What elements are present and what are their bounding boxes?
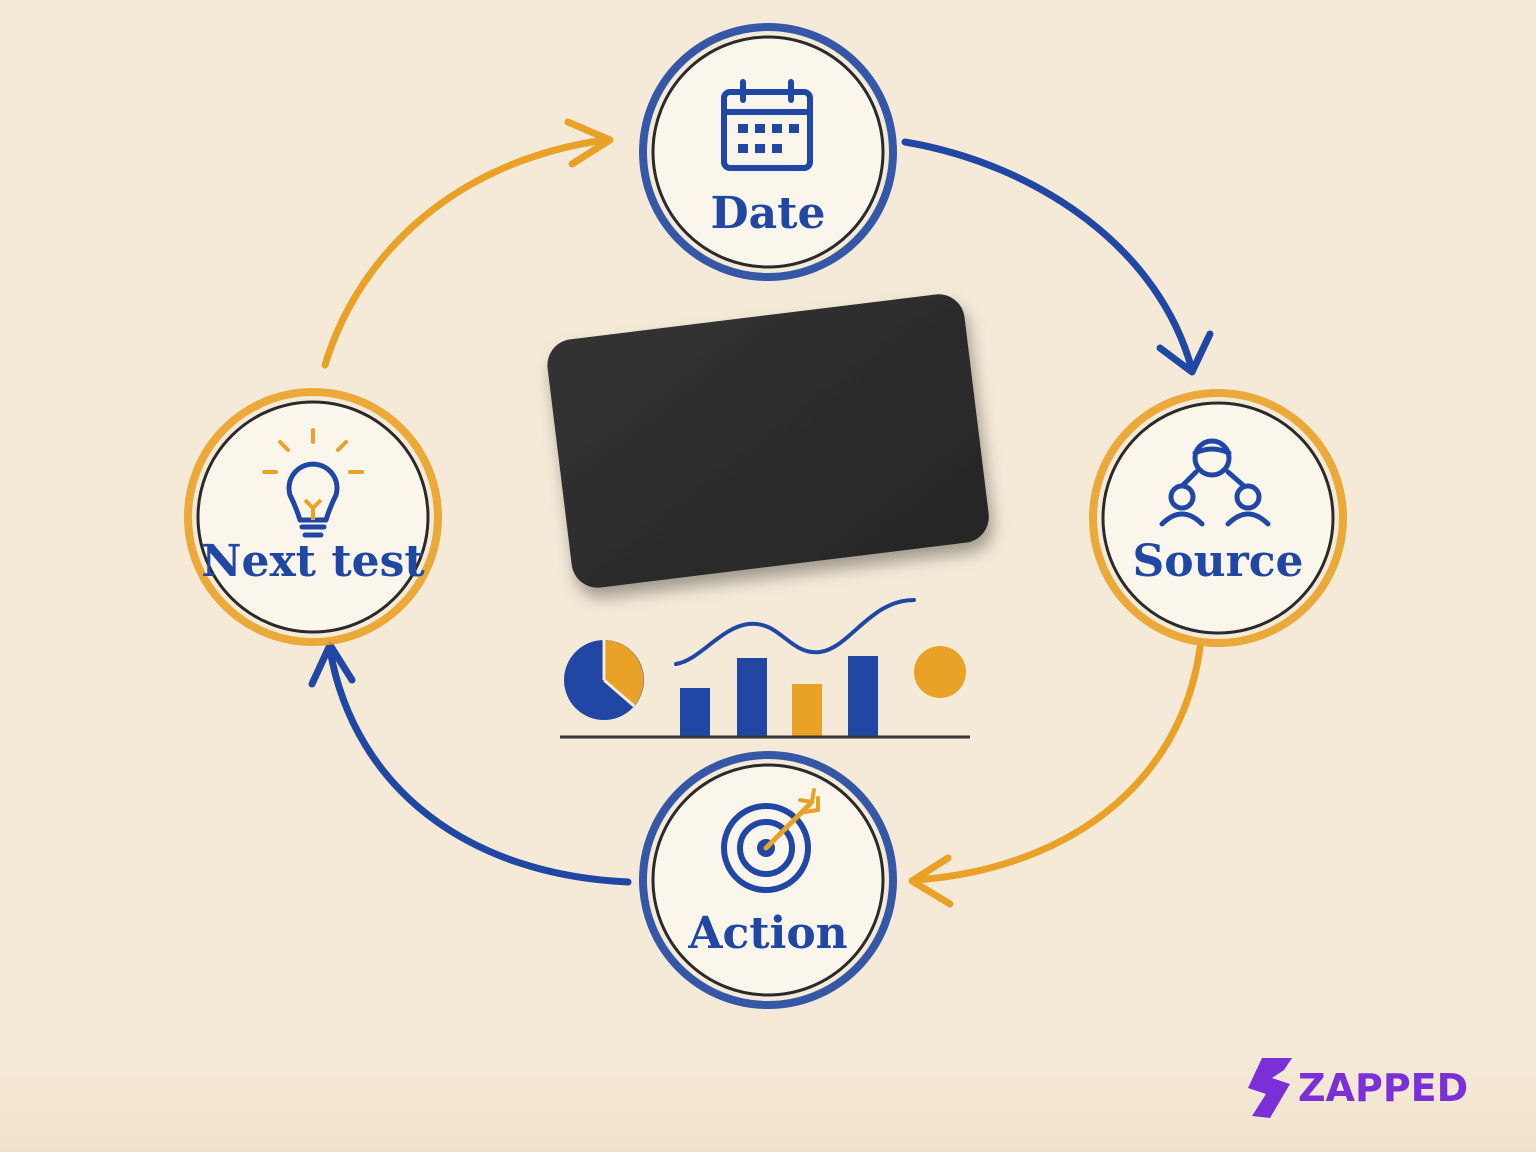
arrow-date-to-source [901,138,1214,376]
arrow-action-to-next-test [308,641,632,886]
pie-chart-icon [564,640,644,720]
people-network-icon [1159,438,1271,527]
arrow-next-test-to-date [321,118,614,369]
node-date-label: Date [711,188,826,239]
bar-chart-icon [680,656,878,736]
blank-dark-card [547,294,989,588]
chart-icons-group [560,598,970,739]
node-next-test-label: Next test [201,536,425,587]
node-source: Source [1089,389,1347,647]
arrow-source-to-action [908,644,1204,908]
dot-icon [914,646,966,698]
target-icon [721,788,820,893]
node-action-label: Action [687,908,847,959]
lightbulb-icon [262,428,364,538]
node-action: Action [639,751,897,1009]
lightning-s-icon [1248,1058,1292,1118]
brand-logo: ZAPPED [1248,1058,1468,1118]
brand-name: ZAPPED [1298,1066,1468,1110]
calendar-icon [721,79,813,171]
node-source-label: Source [1132,536,1303,587]
trend-line-icon [674,598,916,666]
node-date: Date [639,23,897,281]
node-next-test: Next test [184,388,442,646]
